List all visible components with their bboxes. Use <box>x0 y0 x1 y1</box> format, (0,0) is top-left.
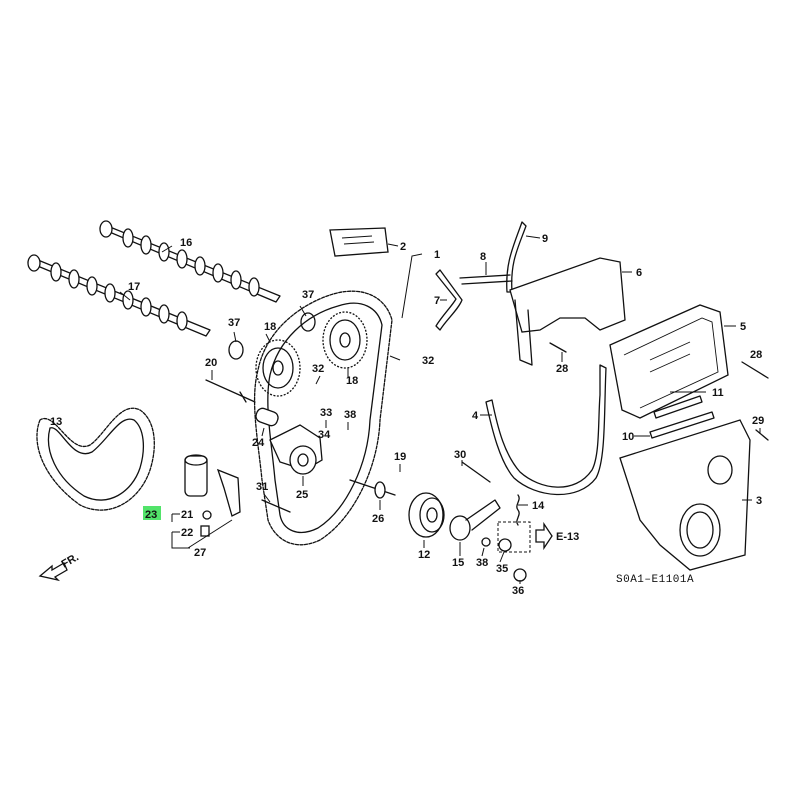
spring-14[interactable] <box>516 494 520 526</box>
callout-23[interactable]: 22 <box>181 527 193 539</box>
callout-14[interactable]: 14 <box>532 500 545 512</box>
camshaft-16[interactable] <box>99 220 281 303</box>
callout-3[interactable]: 3 <box>756 495 762 507</box>
gasket-4[interactable] <box>485 364 607 496</box>
balancer-belt[interactable] <box>36 407 155 511</box>
bolt-29[interactable] <box>261 499 291 513</box>
callout-11[interactable]: 11 <box>712 387 724 399</box>
callout-4[interactable]: 4 <box>472 410 479 422</box>
leader-lines <box>119 235 761 584</box>
callout-18-right[interactable]: 18 <box>346 375 358 387</box>
callout-20[interactable]: 19 <box>394 451 406 463</box>
reference-arrow[interactable]: E-13 <box>535 521 579 551</box>
callout-31b[interactable]: 32 <box>312 363 324 375</box>
callout-22[interactable]: 21 <box>181 509 193 521</box>
washer-37-right[interactable] <box>300 312 316 332</box>
direction-label: FR. <box>60 551 81 570</box>
callout-33[interactable]: 35 <box>496 563 508 575</box>
callout-37-right[interactable]: 37 <box>302 289 314 301</box>
gasket-10[interactable] <box>649 411 715 439</box>
camshaft-17[interactable] <box>27 254 211 337</box>
diagram-code: S0A1–E1101A <box>616 574 694 586</box>
callout-13[interactable]: 13 <box>50 416 62 428</box>
callout-24-highlight <box>143 506 161 520</box>
bolt-28-right[interactable] <box>755 429 769 441</box>
callout-1[interactable]: 1 <box>434 249 440 261</box>
callout-36[interactable]: 34 <box>318 429 331 441</box>
callout-30[interactable]: 26 <box>372 513 384 525</box>
callout-35[interactable]: 33 <box>320 407 332 419</box>
callout-26[interactable]: 27 <box>194 547 206 559</box>
callout-32[interactable]: 30 <box>454 449 466 461</box>
bolt-30[interactable] <box>349 479 396 499</box>
callout-8[interactable]: 8 <box>480 251 486 263</box>
callout-29[interactable]: 31 <box>256 481 268 493</box>
callout-28-mid[interactable]: 28 <box>556 363 568 375</box>
callout-7[interactable]: 7 <box>434 295 440 307</box>
callout-15[interactable]: 15 <box>452 557 464 569</box>
washer-37-left[interactable] <box>228 340 244 360</box>
callout-25[interactable]: 24 <box>252 437 265 449</box>
tensioner-pulley-19[interactable] <box>269 424 323 475</box>
callouts: 16 17 2 1 8 9 6 7 5 37 37 18 18 32 32 20… <box>50 233 764 597</box>
callout-12[interactable]: 12 <box>418 549 430 561</box>
callout-27[interactable]: 28 <box>750 349 762 361</box>
callout-16[interactable]: 16 <box>180 237 192 249</box>
lower-cover-3[interactable] <box>619 419 751 571</box>
idler-pulley-12[interactable] <box>408 492 445 538</box>
collar-25[interactable] <box>254 407 279 428</box>
callout-5[interactable]: 5 <box>740 321 746 333</box>
gasket-11[interactable] <box>653 395 703 419</box>
timing-belt[interactable] <box>253 290 393 546</box>
callout-10[interactable]: 10 <box>622 431 634 443</box>
callout-38-top[interactable]: 38 <box>344 409 356 421</box>
bolt-33[interactable] <box>498 538 512 552</box>
cam-pulley-left[interactable] <box>255 339 301 397</box>
callout-17[interactable]: 17 <box>128 281 140 293</box>
callout-6[interactable]: 6 <box>636 267 642 279</box>
nut-34[interactable] <box>513 568 527 582</box>
washer-36[interactable] <box>481 537 491 547</box>
callout-19[interactable]: 25 <box>296 489 308 501</box>
tensioner-arm-15[interactable] <box>449 499 501 541</box>
front-direction-arrow: FR. <box>38 551 81 582</box>
bolt-21[interactable] <box>205 379 256 403</box>
callout-31[interactable]: 32 <box>422 355 434 367</box>
callout-38-bottom[interactable]: 38 <box>476 557 488 569</box>
callout-34[interactable]: 36 <box>512 585 524 597</box>
callout-21[interactable]: 20 <box>205 357 217 369</box>
upper-cover-6[interactable] <box>509 257 626 333</box>
callout-24[interactable]: 23 <box>145 509 157 521</box>
cam-pulley-right[interactable] <box>322 311 368 369</box>
callout-28-right[interactable]: 29 <box>752 415 764 427</box>
callout-18-left[interactable]: 18 <box>264 321 276 333</box>
bolt-27[interactable] <box>741 361 769 379</box>
gasket-7[interactable] <box>435 269 463 331</box>
bolt-28-mid[interactable] <box>549 342 567 353</box>
label-plate-2[interactable] <box>329 227 389 257</box>
head-cover-5[interactable] <box>609 304 729 419</box>
callout-37-left[interactable]: 37 <box>228 317 240 329</box>
bracket-8[interactable] <box>459 274 513 285</box>
callout-2[interactable]: 2 <box>400 241 406 253</box>
callout-9[interactable]: 9 <box>542 233 548 245</box>
tensioner-assembly[interactable] <box>184 454 241 537</box>
reference-label: E-13 <box>556 531 579 543</box>
stud-32[interactable] <box>461 461 491 483</box>
